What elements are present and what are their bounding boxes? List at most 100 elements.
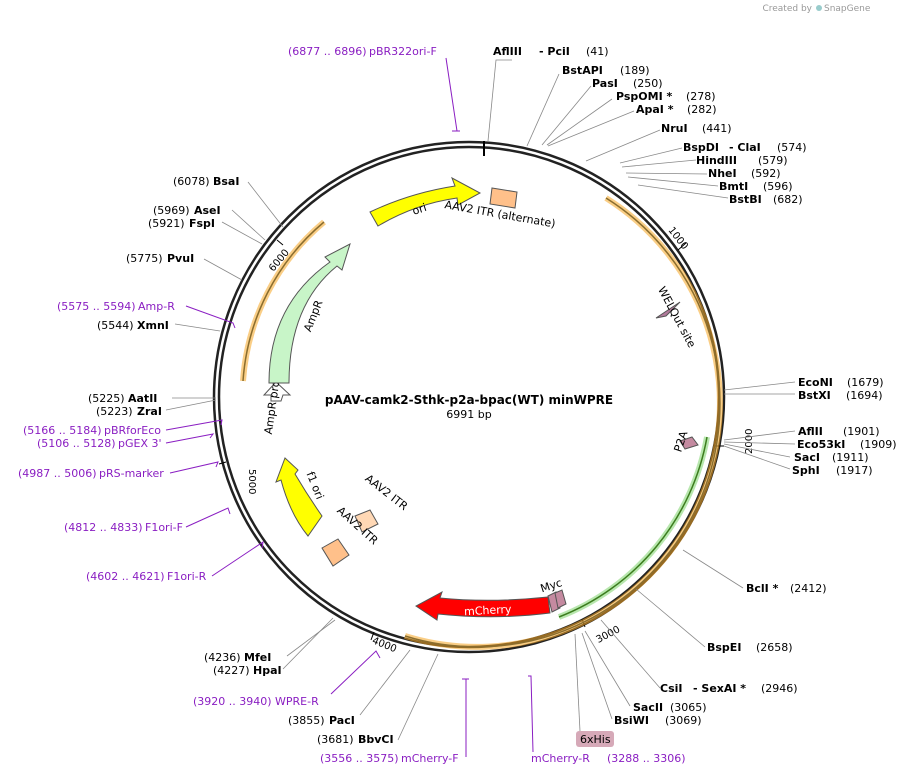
enzyme-name: FspI (189, 217, 215, 230)
enzyme-name: CsiI (660, 682, 682, 695)
watermark-brand: SnapGene (824, 4, 871, 14)
enzyme-name: MfeI (244, 651, 271, 664)
leader-line (635, 588, 706, 648)
enzyme-name: AseI (194, 204, 221, 217)
tick-mark (677, 242, 687, 251)
primer-leader (445, 57, 460, 132)
enzyme-position: (1901) (843, 425, 880, 438)
enzyme-name: Eco53kI (797, 438, 845, 451)
enzyme-position: (41) (586, 45, 609, 58)
enzyme-position: (574) (777, 141, 807, 154)
leader-line (526, 73, 560, 147)
enzyme-name: - PciI (539, 45, 570, 58)
leader-line (723, 443, 791, 458)
enzyme-name: - SexAI * (693, 682, 746, 695)
enzyme-name: PasI (592, 77, 618, 90)
enzyme-name: AflII (798, 425, 823, 438)
enzyme-position: (1911) (832, 451, 869, 464)
plasmid-length: 6991 bp (446, 408, 491, 421)
primer-name: pBRforEco (104, 424, 161, 437)
leader-line (165, 399, 217, 411)
primer-name: mCherry-R (531, 752, 590, 765)
primer-name: WPRE-R (275, 695, 319, 708)
left-orange-arc-main (242, 221, 325, 382)
watermark-text: Created by (762, 4, 812, 14)
leader-line (359, 649, 411, 716)
leader-line (637, 184, 729, 199)
aav2-itr-feature (354, 509, 379, 533)
leader-line (723, 430, 796, 441)
f1-ori-feature (275, 457, 323, 537)
enzyme-name: BstXI (798, 389, 831, 402)
tick-label: 3000 (595, 624, 623, 646)
snapgene-watermark: Created by SnapGene (762, 4, 870, 14)
enzyme-position: (682) (773, 193, 803, 206)
leader-line (723, 445, 791, 470)
enzyme-name: ZraI (137, 405, 162, 418)
enzyme-position: (5969) (153, 204, 190, 217)
enzyme-position: (4227) (213, 664, 250, 677)
feature-arcs (240, 195, 723, 650)
primer-range: (5106 .. 5128) (37, 437, 116, 450)
primer-range: (3556 .. 3575) (320, 752, 399, 765)
enzyme-leader-lines (165, 59, 796, 741)
enzyme-position: (5921) (148, 217, 185, 230)
primer-range: (4987 .. 5006) (18, 467, 97, 480)
enzyme-name: ApaI * (636, 103, 674, 116)
enzyme-position: (5544) (97, 319, 134, 332)
enzyme-position: (189) (620, 64, 650, 77)
primer-leader (185, 305, 236, 329)
primer-range: (3920 .. 3940) (193, 695, 272, 708)
leader-line (581, 632, 613, 720)
primer-name: pBR322ori-F (369, 45, 437, 58)
primer-name: pGEX 3' (118, 437, 162, 450)
backbone-outer-circle (212, 140, 726, 654)
primer-name: Amp-R (138, 300, 175, 313)
green-arc-main (558, 436, 708, 618)
enzyme-position: (282) (687, 103, 717, 116)
enzyme-position: (278) (686, 90, 716, 103)
leader-line (621, 159, 697, 168)
enzyme-position: (3681) (317, 733, 354, 746)
enzyme-position: (441) (702, 122, 732, 135)
enzyme-position: (579) (758, 154, 788, 167)
enzyme-position: (5775) (126, 252, 163, 265)
primer-leader (330, 650, 381, 695)
primer-range: (5575 .. 5594) (57, 300, 136, 313)
enzyme-position: (1909) (860, 438, 897, 451)
enzyme-position: (5223) (96, 405, 133, 418)
primer-range: (5166 .. 5184) (23, 424, 102, 437)
enzyme-position: (250) (633, 77, 663, 90)
leader-line (619, 147, 683, 164)
leader-line (247, 181, 284, 228)
tick-mark (276, 239, 284, 246)
enzyme-position: (3065) (670, 701, 707, 714)
myc-label: Myc (539, 576, 564, 595)
enzyme-name: BstAPI (562, 64, 603, 77)
enzyme-position: (592) (751, 167, 781, 180)
primer-range: (6877 .. 6896) (288, 45, 367, 58)
enzyme-name: BspEI (707, 641, 741, 654)
primer-range: (3288 .. 3306) (607, 752, 686, 765)
leader-line (231, 209, 266, 241)
leader-line (584, 630, 631, 707)
snapgene-logo-icon (816, 5, 822, 11)
leader-line (682, 549, 744, 589)
enzyme-labels: AflIII - PciI (41) BstAPI (189) PasI (25… (88, 45, 897, 746)
enzyme-name: BmtI (719, 180, 748, 193)
enzyme-name: NruI (661, 122, 688, 135)
enzyme-position: (3855) (288, 714, 325, 727)
ori-label: ori (411, 201, 429, 218)
aav2-itr-feature-2 (321, 538, 350, 567)
enzyme-position: (596) (763, 180, 793, 193)
aav2-itr-alternate-feature (489, 187, 518, 209)
enzyme-position: (2658) (756, 641, 793, 654)
enzyme-name: SacII (633, 701, 663, 714)
leader-line (625, 172, 708, 175)
welqut-site-feature (655, 301, 681, 319)
leader-line (487, 59, 512, 142)
primer-leader (165, 433, 215, 444)
p2a-feature (679, 436, 699, 450)
enzyme-position: (2946) (761, 682, 798, 695)
